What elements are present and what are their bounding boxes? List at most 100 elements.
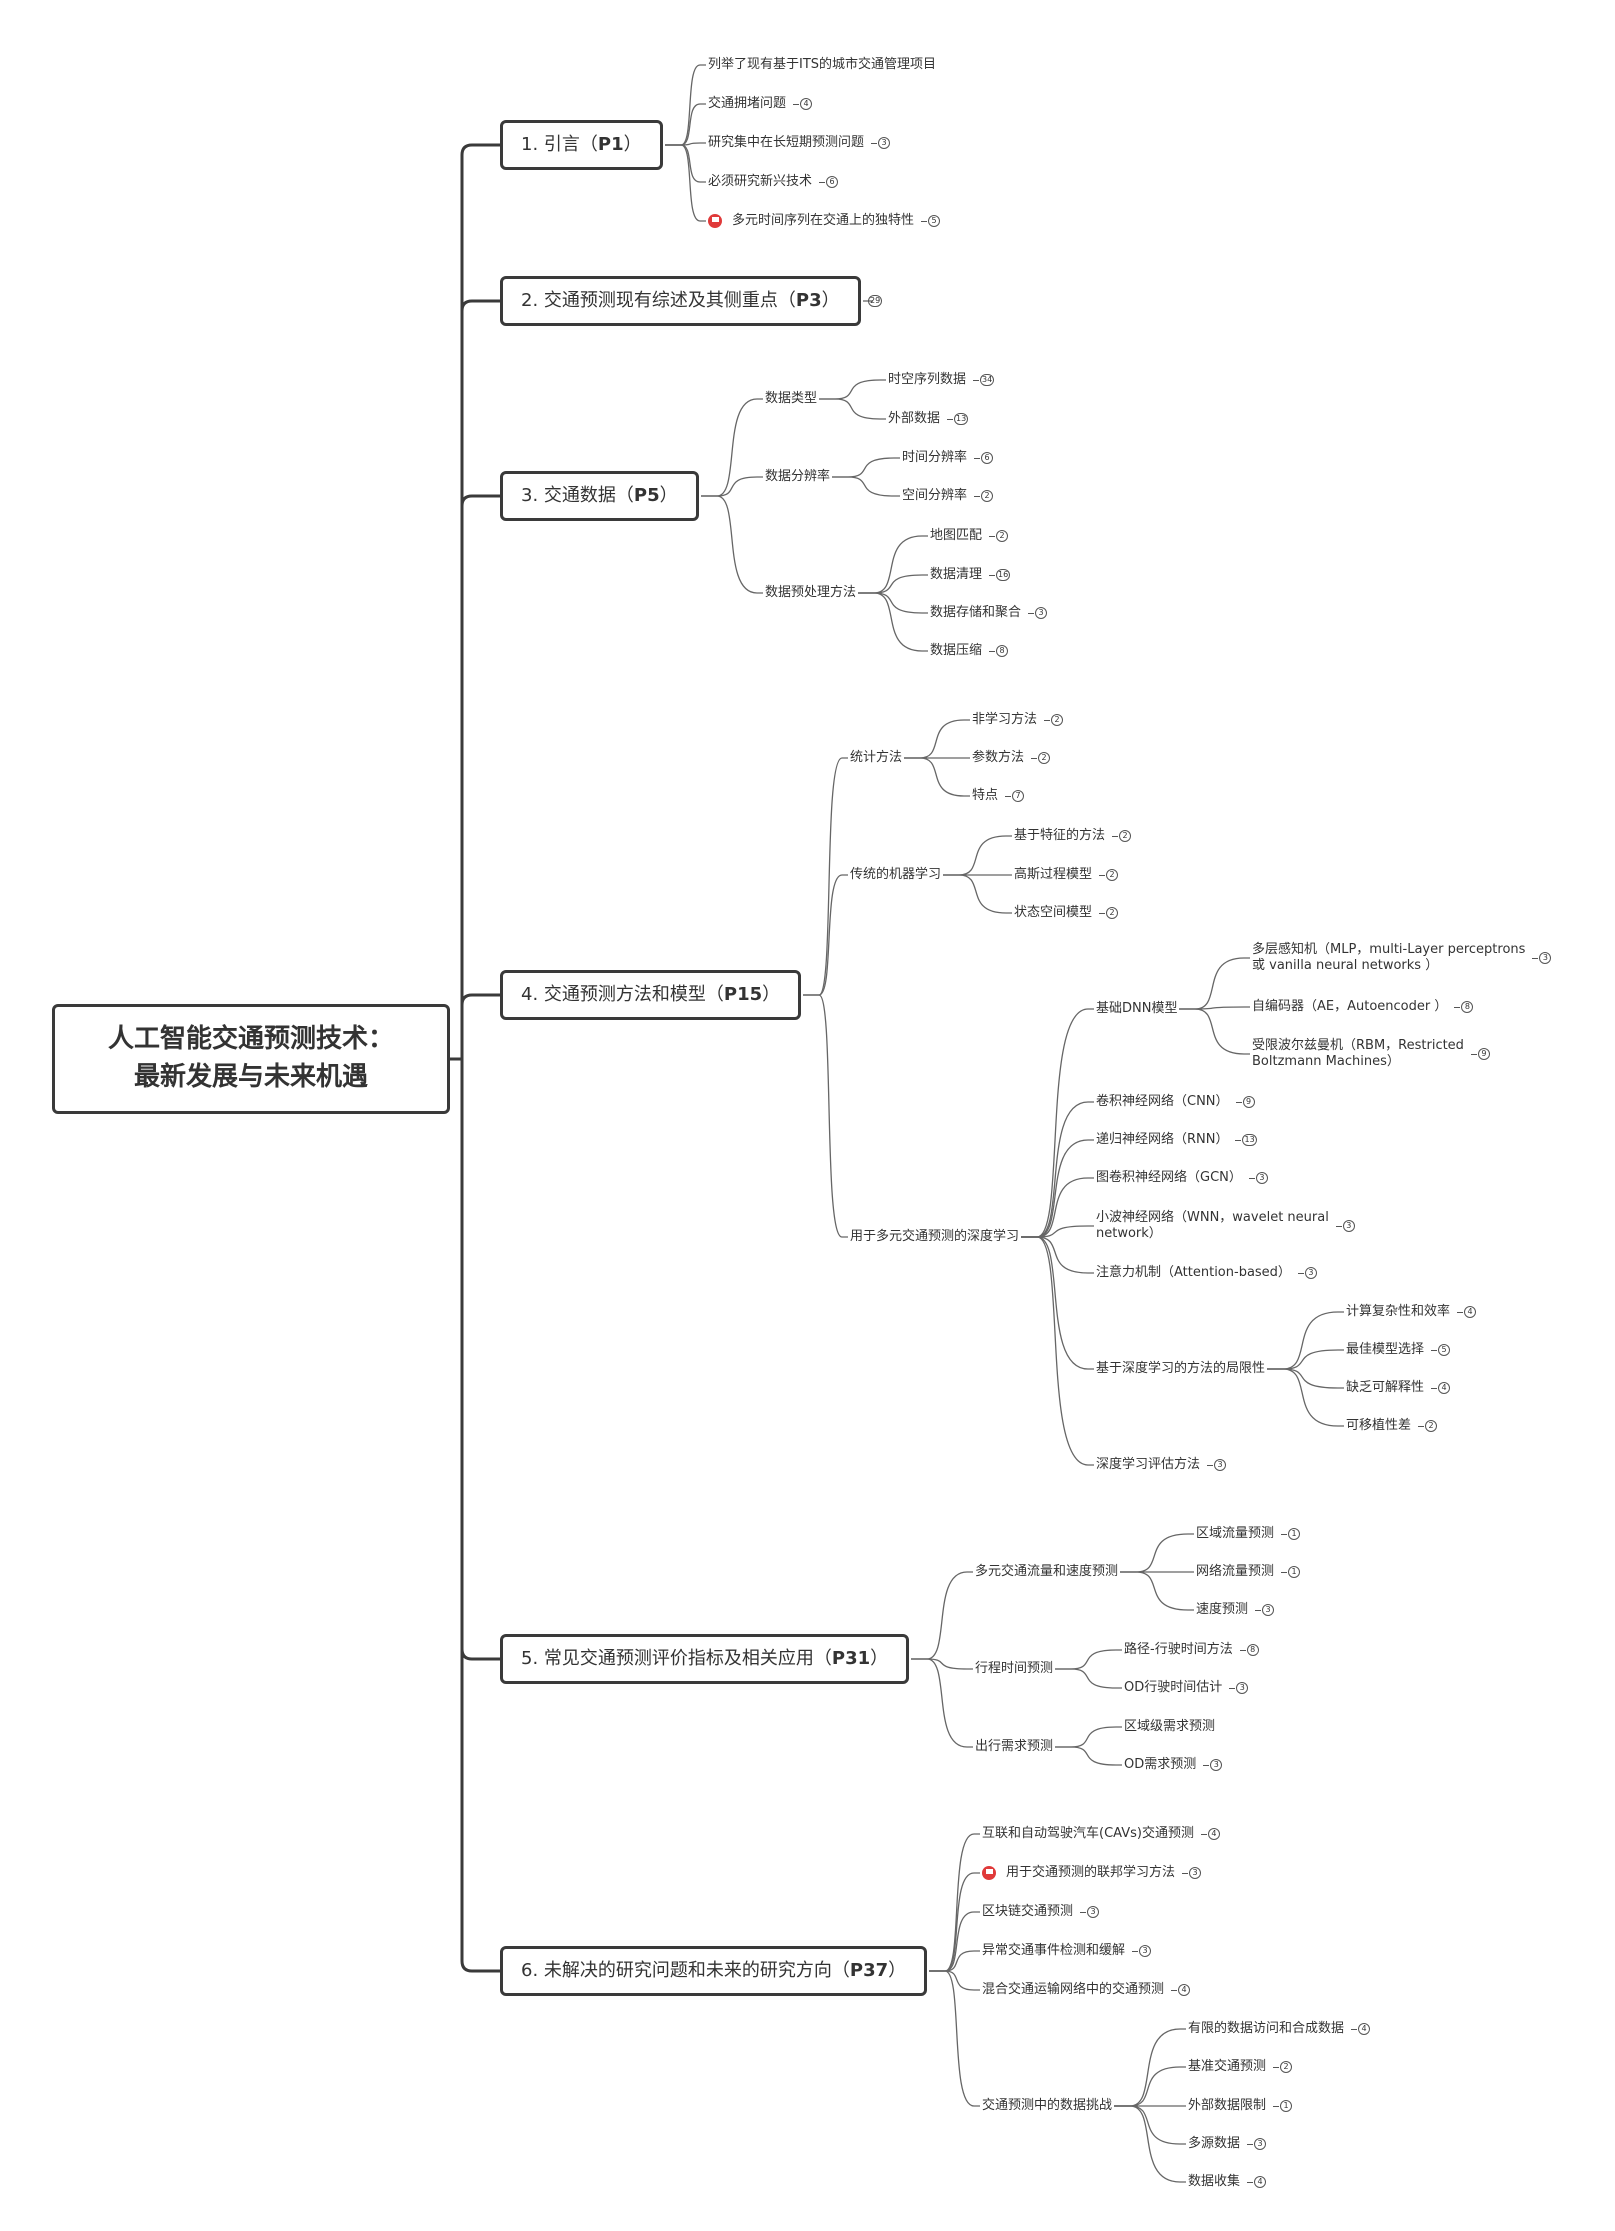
count-badge: 3 [1525, 952, 1552, 964]
section-future-directions[interactable]: 6. 未解决的研究问题和未来的研究方向（P37） [500, 1946, 928, 1996]
topic-deep-learning[interactable]: 用于多元交通预测的深度学习 [850, 1228, 1020, 1244]
root-topic[interactable]: 人工智能交通预测技术： 最新发展与未来机遇 [52, 1004, 450, 1114]
count-badge: 13 [940, 413, 969, 425]
connector-line [1021, 1236, 1094, 1466]
topic-basic-dnn[interactable]: 基础DNN模型 [1096, 1000, 1178, 1016]
topic-traditional-ml[interactable]: 传统的机器学习 [850, 866, 942, 882]
connector-line [904, 719, 970, 759]
topic-cnn[interactable]: 卷积神经网络（CNN）9 [1096, 1093, 1255, 1111]
connector-line [1267, 1311, 1344, 1370]
count-badge: 16 [982, 569, 1011, 581]
section-methods-models[interactable]: 4. 交通预测方法和模型（P15） [500, 970, 802, 1020]
topic-its-projects[interactable]: 列举了现有基于ITS的城市交通管理项目 [708, 56, 937, 72]
topic-travel-time[interactable]: 行程时间预测 [975, 1660, 1054, 1676]
count-badge: 5 [1424, 1344, 1451, 1356]
count-badge: 6 [812, 176, 839, 188]
count-badge: 2 [1411, 1420, 1438, 1432]
topic-preprocessing[interactable]: 数据预处理方法 [765, 584, 857, 600]
section-introduction[interactable]: 1. 引言（P1） [500, 120, 663, 170]
connector-line [929, 1970, 980, 1991]
count-badge: 3 [1021, 607, 1048, 619]
connector-line [701, 476, 763, 497]
connector-line [803, 994, 848, 1238]
connector-line [929, 1872, 980, 1972]
connector-line [1055, 1746, 1122, 1766]
topic-statistical[interactable]: 统计方法 [850, 749, 903, 765]
topic-data-types[interactable]: 数据类型 [765, 390, 818, 406]
topic-rbm[interactable]: 受限波尔兹曼机（RBM，Restricted Boltzmann Machine… [1252, 1036, 1490, 1072]
topic-attention[interactable]: 注意力机制（Attention-based）3 [1096, 1264, 1317, 1282]
count-badge: 4 [1164, 1984, 1191, 1996]
connector-line [460, 299, 500, 312]
topic-region-demand[interactable]: 区域级需求预测 [1124, 1718, 1216, 1734]
topic-flow-speed[interactable]: 多元交通流量和速度预测 [975, 1563, 1119, 1579]
count-badge: 4 [1424, 1382, 1451, 1394]
connector-line [1179, 1008, 1250, 1055]
count-badge: 9 [1229, 1096, 1255, 1108]
connector-line [460, 1960, 500, 1973]
connector-line [803, 757, 848, 996]
topic-autoencoder[interactable]: 自编码器（AE，Autoencoder ）8 [1252, 998, 1474, 1016]
count-badge: 2 [982, 530, 1009, 542]
count-badge: 3 [1196, 1759, 1223, 1771]
connector-line [832, 476, 900, 497]
connector-line [1267, 1349, 1344, 1370]
topic-gcn[interactable]: 图卷积神经网络（GCN）3 [1096, 1169, 1268, 1187]
topic-mlp[interactable]: 多层感知机（MLP，multi-Layer perceptrons 或 vani… [1252, 940, 1552, 976]
topic-wnn[interactable]: 小波神经网络（WNN，wavelet neural network）3 [1096, 1208, 1355, 1244]
topic-data-resolution[interactable]: 数据分辨率 [765, 468, 831, 484]
topic-rnn[interactable]: 递归神经网络（RNN）13 [1096, 1131, 1257, 1147]
section-traffic-data[interactable]: 3. 交通数据（P5） [500, 471, 699, 521]
section-existing-surveys[interactable]: 2. 交通预测现有综述及其侧重点（P3） [500, 276, 861, 326]
count-badge: 1 [1274, 1566, 1301, 1578]
count-badge: 2 [1024, 752, 1051, 764]
root-title: 人工智能交通预测技术： 最新发展与未来机遇 [107, 1024, 394, 1092]
topic-dl-limitations[interactable]: 基于深度学习的方法的局限性 [1096, 1360, 1266, 1376]
connector-line [1114, 2105, 1186, 2145]
section-metrics-applications[interactable]: 5. 常见交通预测评价指标及相关应用（P31） [500, 1634, 910, 1684]
topic-demand[interactable]: 出行需求预测 [975, 1738, 1054, 1754]
topic-data-challenges[interactable]: 交通预测中的数据挑战 [982, 2097, 1113, 2113]
connector-line [943, 835, 1012, 876]
connector-line [819, 379, 886, 400]
